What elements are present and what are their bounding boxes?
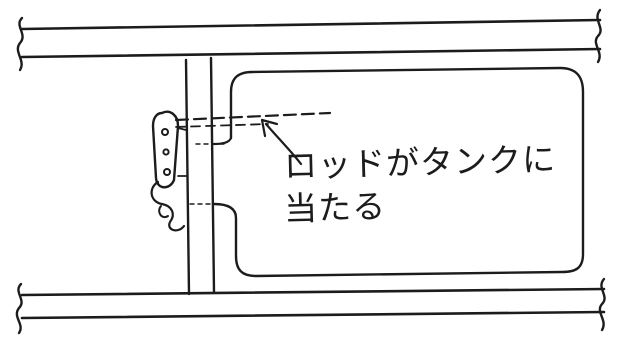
annotation-line-2: 当たる [283,186,387,229]
link-bracket [150,110,187,232]
lower-frame-rail [15,277,606,335]
upper-frame-rail [16,8,602,72]
leader-arrow [260,118,303,166]
cross-member [184,56,216,296]
annotation-line-1: ロッドがタンクに [283,139,557,186]
rod-dashed-line [174,111,332,205]
